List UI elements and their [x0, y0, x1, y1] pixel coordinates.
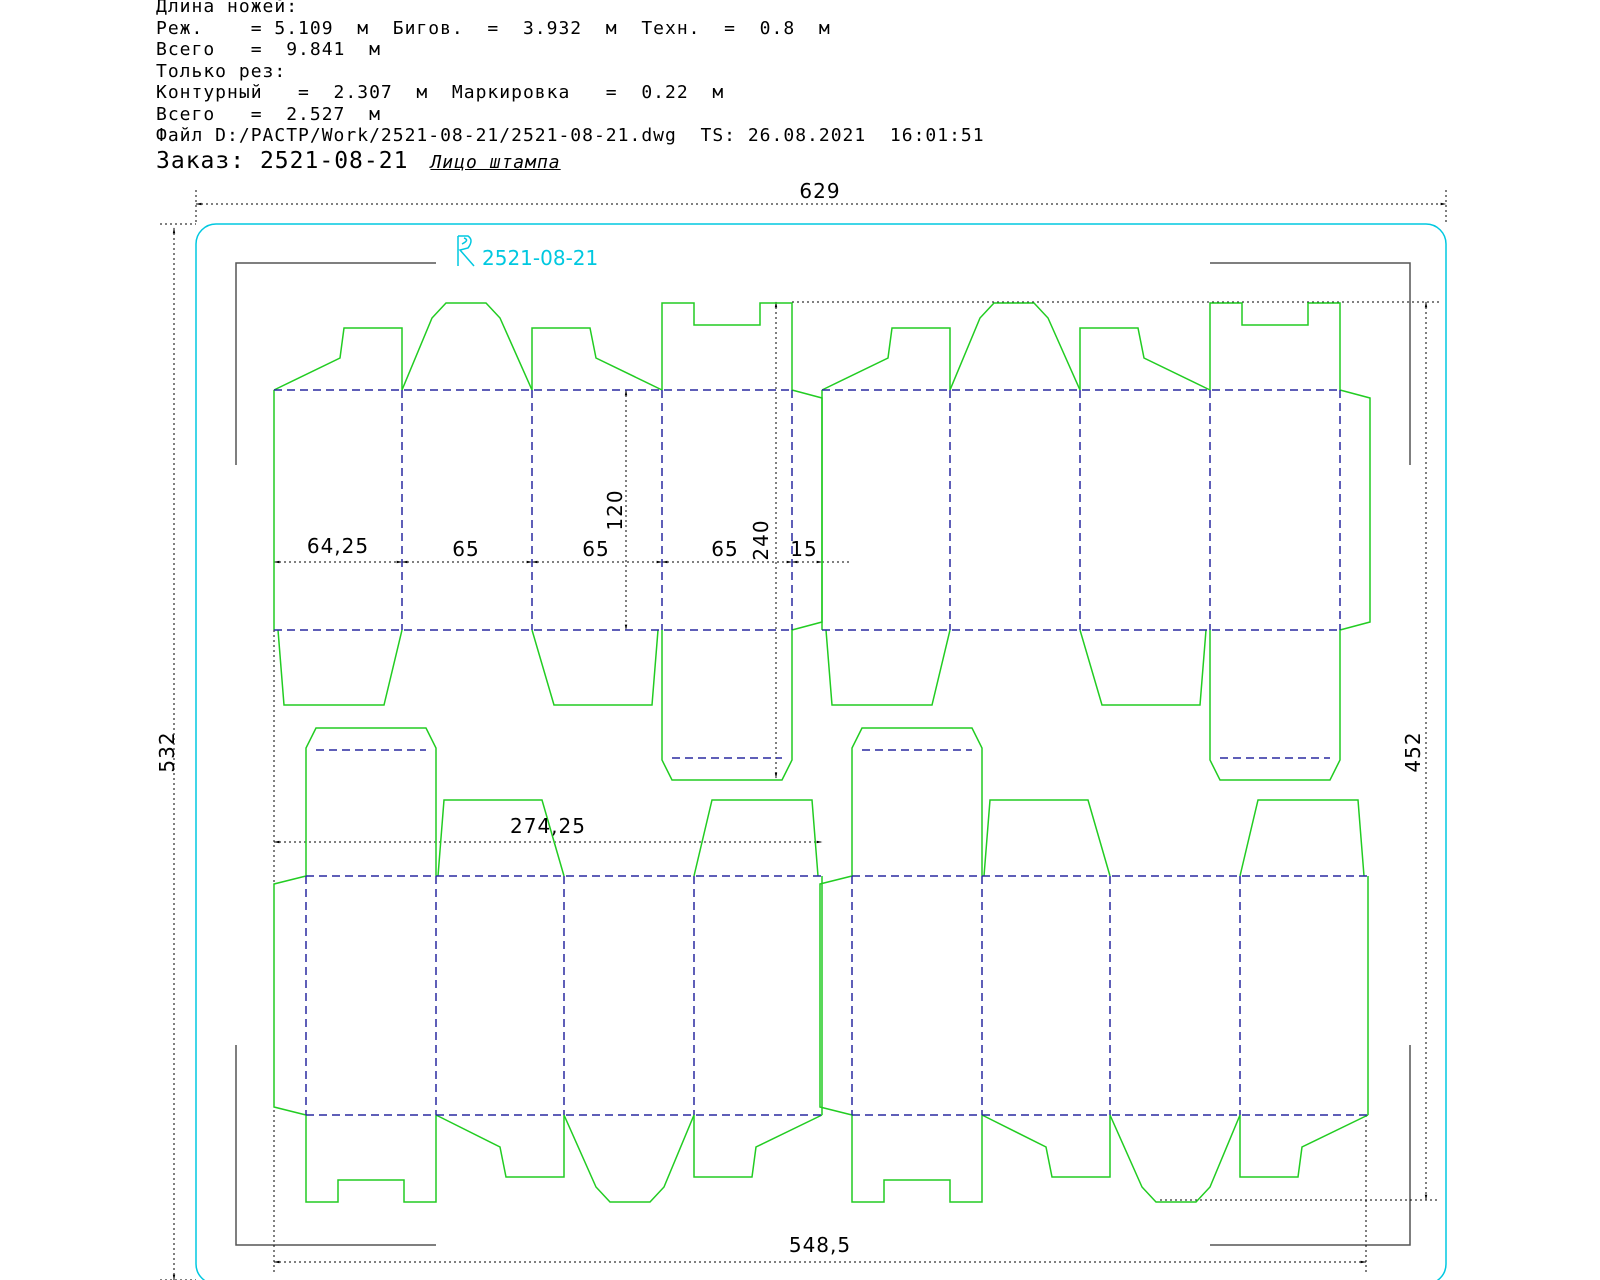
marking-text: 2521-08-21 — [482, 246, 598, 270]
cut-line-31 — [1239, 799, 1365, 877]
cut-line-5 — [661, 302, 793, 390]
cut-line-13 — [1079, 327, 1211, 391]
cut-line-32 — [851, 1115, 983, 1203]
cut-line-34 — [1109, 1114, 1241, 1203]
cut-line-8 — [661, 630, 793, 781]
knife-length-title: Длина ножей: — [156, 0, 299, 17]
cut-line-3 — [401, 302, 533, 391]
cut-line-17 — [1209, 630, 1341, 781]
cut-line-20 — [305, 727, 437, 876]
cut-line-24 — [435, 1114, 565, 1178]
cut-line-4 — [531, 327, 663, 391]
cut-line-35 — [1239, 1114, 1369, 1178]
board-outline — [195, 223, 1447, 1280]
order-label: Заказ: — [156, 147, 246, 174]
dim-panel-4: 65 — [711, 537, 738, 561]
cut-line-2 — [273, 327, 403, 391]
cut-line-14 — [1209, 302, 1341, 390]
corner-brackets — [235, 262, 1411, 1246]
cut-line-15 — [825, 629, 951, 706]
cut-only-title: Только рез: — [156, 60, 287, 82]
dim-layout-width: 548,5 — [789, 1233, 851, 1257]
dim-layout-height: 452 — [1401, 731, 1425, 772]
cut-line-25 — [563, 1114, 695, 1203]
cut-line-21 — [437, 799, 565, 877]
cut-line-27 — [819, 875, 853, 1116]
header-block: Длина ножей: Реж. = 5.109 м Бигов. = 3.9… — [156, 0, 985, 177]
cut-line-7 — [531, 629, 659, 706]
cut-line-10 — [1339, 389, 1371, 631]
cut-line-1 — [791, 389, 823, 631]
dim-overall-width: 629 — [799, 179, 840, 203]
cut-line-33 — [981, 1114, 1111, 1178]
marking-logo-icon — [457, 235, 475, 267]
dim-panel-3: 65 — [582, 537, 609, 561]
total-line-2: Всего = 2.527 м — [156, 103, 381, 125]
face-label: Лицо штампа — [430, 151, 561, 173]
total-line-1: Всего = 9.841 м — [156, 39, 381, 60]
cut-line-29 — [851, 727, 983, 876]
cut-line-30 — [983, 799, 1111, 877]
cut-line-11 — [821, 327, 951, 391]
order-line: Заказ: 2521-08-21 Лицо штампа — [156, 147, 985, 177]
contour-marking-line: Контурный = 2.307 м Маркировка = 0.22 м — [156, 82, 725, 103]
cut-line-22 — [693, 799, 819, 877]
cut-line-6 — [277, 629, 403, 706]
cut-line-12 — [949, 302, 1081, 391]
dim-total-height: 240 — [749, 519, 773, 560]
cut-line-16 — [1079, 629, 1207, 706]
dim-panel-1: 64,25 — [307, 534, 369, 558]
dim-overall-height: 532 — [155, 731, 179, 772]
dim-body-height: 120 — [603, 489, 627, 530]
file-path-line: Файл D:/РАСТР/Work/2521-08-21/2521-08-21… — [156, 125, 985, 146]
dim-panel-2: 65 — [452, 537, 479, 561]
cut-line-23 — [305, 1115, 437, 1203]
dim-glue-flap: 15 — [790, 537, 817, 561]
order-number: 2521-08-21 — [259, 147, 409, 174]
cut-crease-tech-line: Реж. = 5.109 м Бигов. = 3.932 м Техн. = … — [156, 17, 831, 39]
cut-line-26 — [693, 1114, 823, 1178]
dim-blank-width: 274,25 — [510, 814, 586, 838]
cut-line-18 — [273, 875, 307, 1116]
